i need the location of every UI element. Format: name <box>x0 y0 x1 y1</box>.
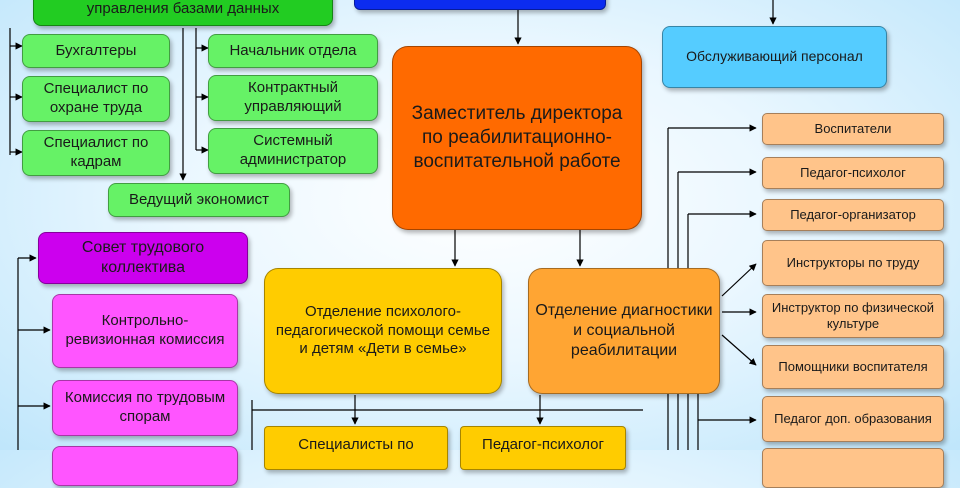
pe-instructor-label: Инструктор по физической культуре <box>771 299 935 331</box>
service-staff-label: Обслуживающий персонал <box>686 48 863 65</box>
diag-dept-box: Отделение диагностики и социальной реаби… <box>528 268 720 394</box>
labor-safety-label: Специалист по охране труда <box>43 80 149 116</box>
specialists-label: Специалисты по <box>298 436 414 453</box>
specialists-box: Специалисты по <box>264 426 448 470</box>
deputy-box: Заместитель директора по реабилитационно… <box>392 46 642 230</box>
audit-commission-label: Контрольно-ревизионная комиссия <box>65 312 225 348</box>
director-box <box>354 0 606 10</box>
pink-box-bottom <box>52 446 238 486</box>
educators-label: Воспитатели <box>814 120 892 136</box>
labor-safety-box: Специалист по охране труда <box>22 76 170 122</box>
peach-box-bottom <box>762 448 944 488</box>
dept-head-box: Начальник отдела <box>208 34 378 68</box>
lead-economist-box: Ведущий экономист <box>108 183 290 217</box>
hr-specialist-box: Специалист по кадрам <box>22 130 170 176</box>
organizer-box: Педагог-организатор <box>762 199 944 231</box>
db-manager-box: управления базами данных <box>33 0 333 26</box>
labor-disputes-box: Комиссия по трудовым спорам <box>52 380 238 436</box>
educator-assistants-label: Помощники воспитателя <box>778 358 928 374</box>
educator-assistants-box: Помощники воспитателя <box>762 345 944 389</box>
psychologist-partial-label: Педагог-психолог <box>482 436 604 453</box>
psychologist-partial-box: Педагог-психолог <box>460 426 626 470</box>
psychologist-label: Педагог-психолог <box>800 164 906 180</box>
extra-ed-teacher-box: Педагог доп. образования <box>762 396 944 442</box>
contract-manager-label: Контрактный управляющий <box>244 79 342 115</box>
db-manager-label: управления базами данных <box>86 0 280 18</box>
labor-council-box: Совет трудового коллектива <box>38 232 248 284</box>
accountants-box: Бухгалтеры <box>22 34 170 68</box>
sysadmin-box: Системный администратор <box>208 128 378 174</box>
audit-commission-box: Контрольно-ревизионная комиссия <box>52 294 238 368</box>
diag-dept-label: Отделение диагностики и социальной реаби… <box>535 302 713 359</box>
pe-instructor-box: Инструктор по физической культуре <box>762 294 944 338</box>
labor-instructors-box: Инструкторы по труду <box>762 240 944 286</box>
organizer-label: Педагог-организатор <box>790 206 916 222</box>
labor-instructors-label: Инструкторы по труду <box>786 254 920 270</box>
labor-council-label: Совет трудового коллектива <box>81 239 205 276</box>
deputy-label: Заместитель директора по реабилитационно… <box>411 103 623 172</box>
sysadmin-label: Системный администратор <box>239 132 347 168</box>
educators-box: Воспитатели <box>762 113 944 145</box>
psychologist-box: Педагог-психолог <box>762 157 944 189</box>
lead-economist-label: Ведущий экономист <box>129 190 269 208</box>
psych-dept-box: Отделение психолого-педагогической помощ… <box>264 268 502 394</box>
psych-dept-label: Отделение психолого-педагогической помощ… <box>275 302 491 358</box>
extra-ed-teacher-label: Педагог доп. образования <box>774 410 932 426</box>
contract-manager-box: Контрактный управляющий <box>208 75 378 121</box>
dept-head-label: Начальник отдела <box>229 41 357 59</box>
accountants-label: Бухгалтеры <box>55 41 137 59</box>
labor-disputes-label: Комиссия по трудовым спорам <box>64 389 226 425</box>
service-staff-box: Обслуживающий персонал <box>662 26 887 88</box>
hr-specialist-label: Специалист по кадрам <box>43 134 149 170</box>
